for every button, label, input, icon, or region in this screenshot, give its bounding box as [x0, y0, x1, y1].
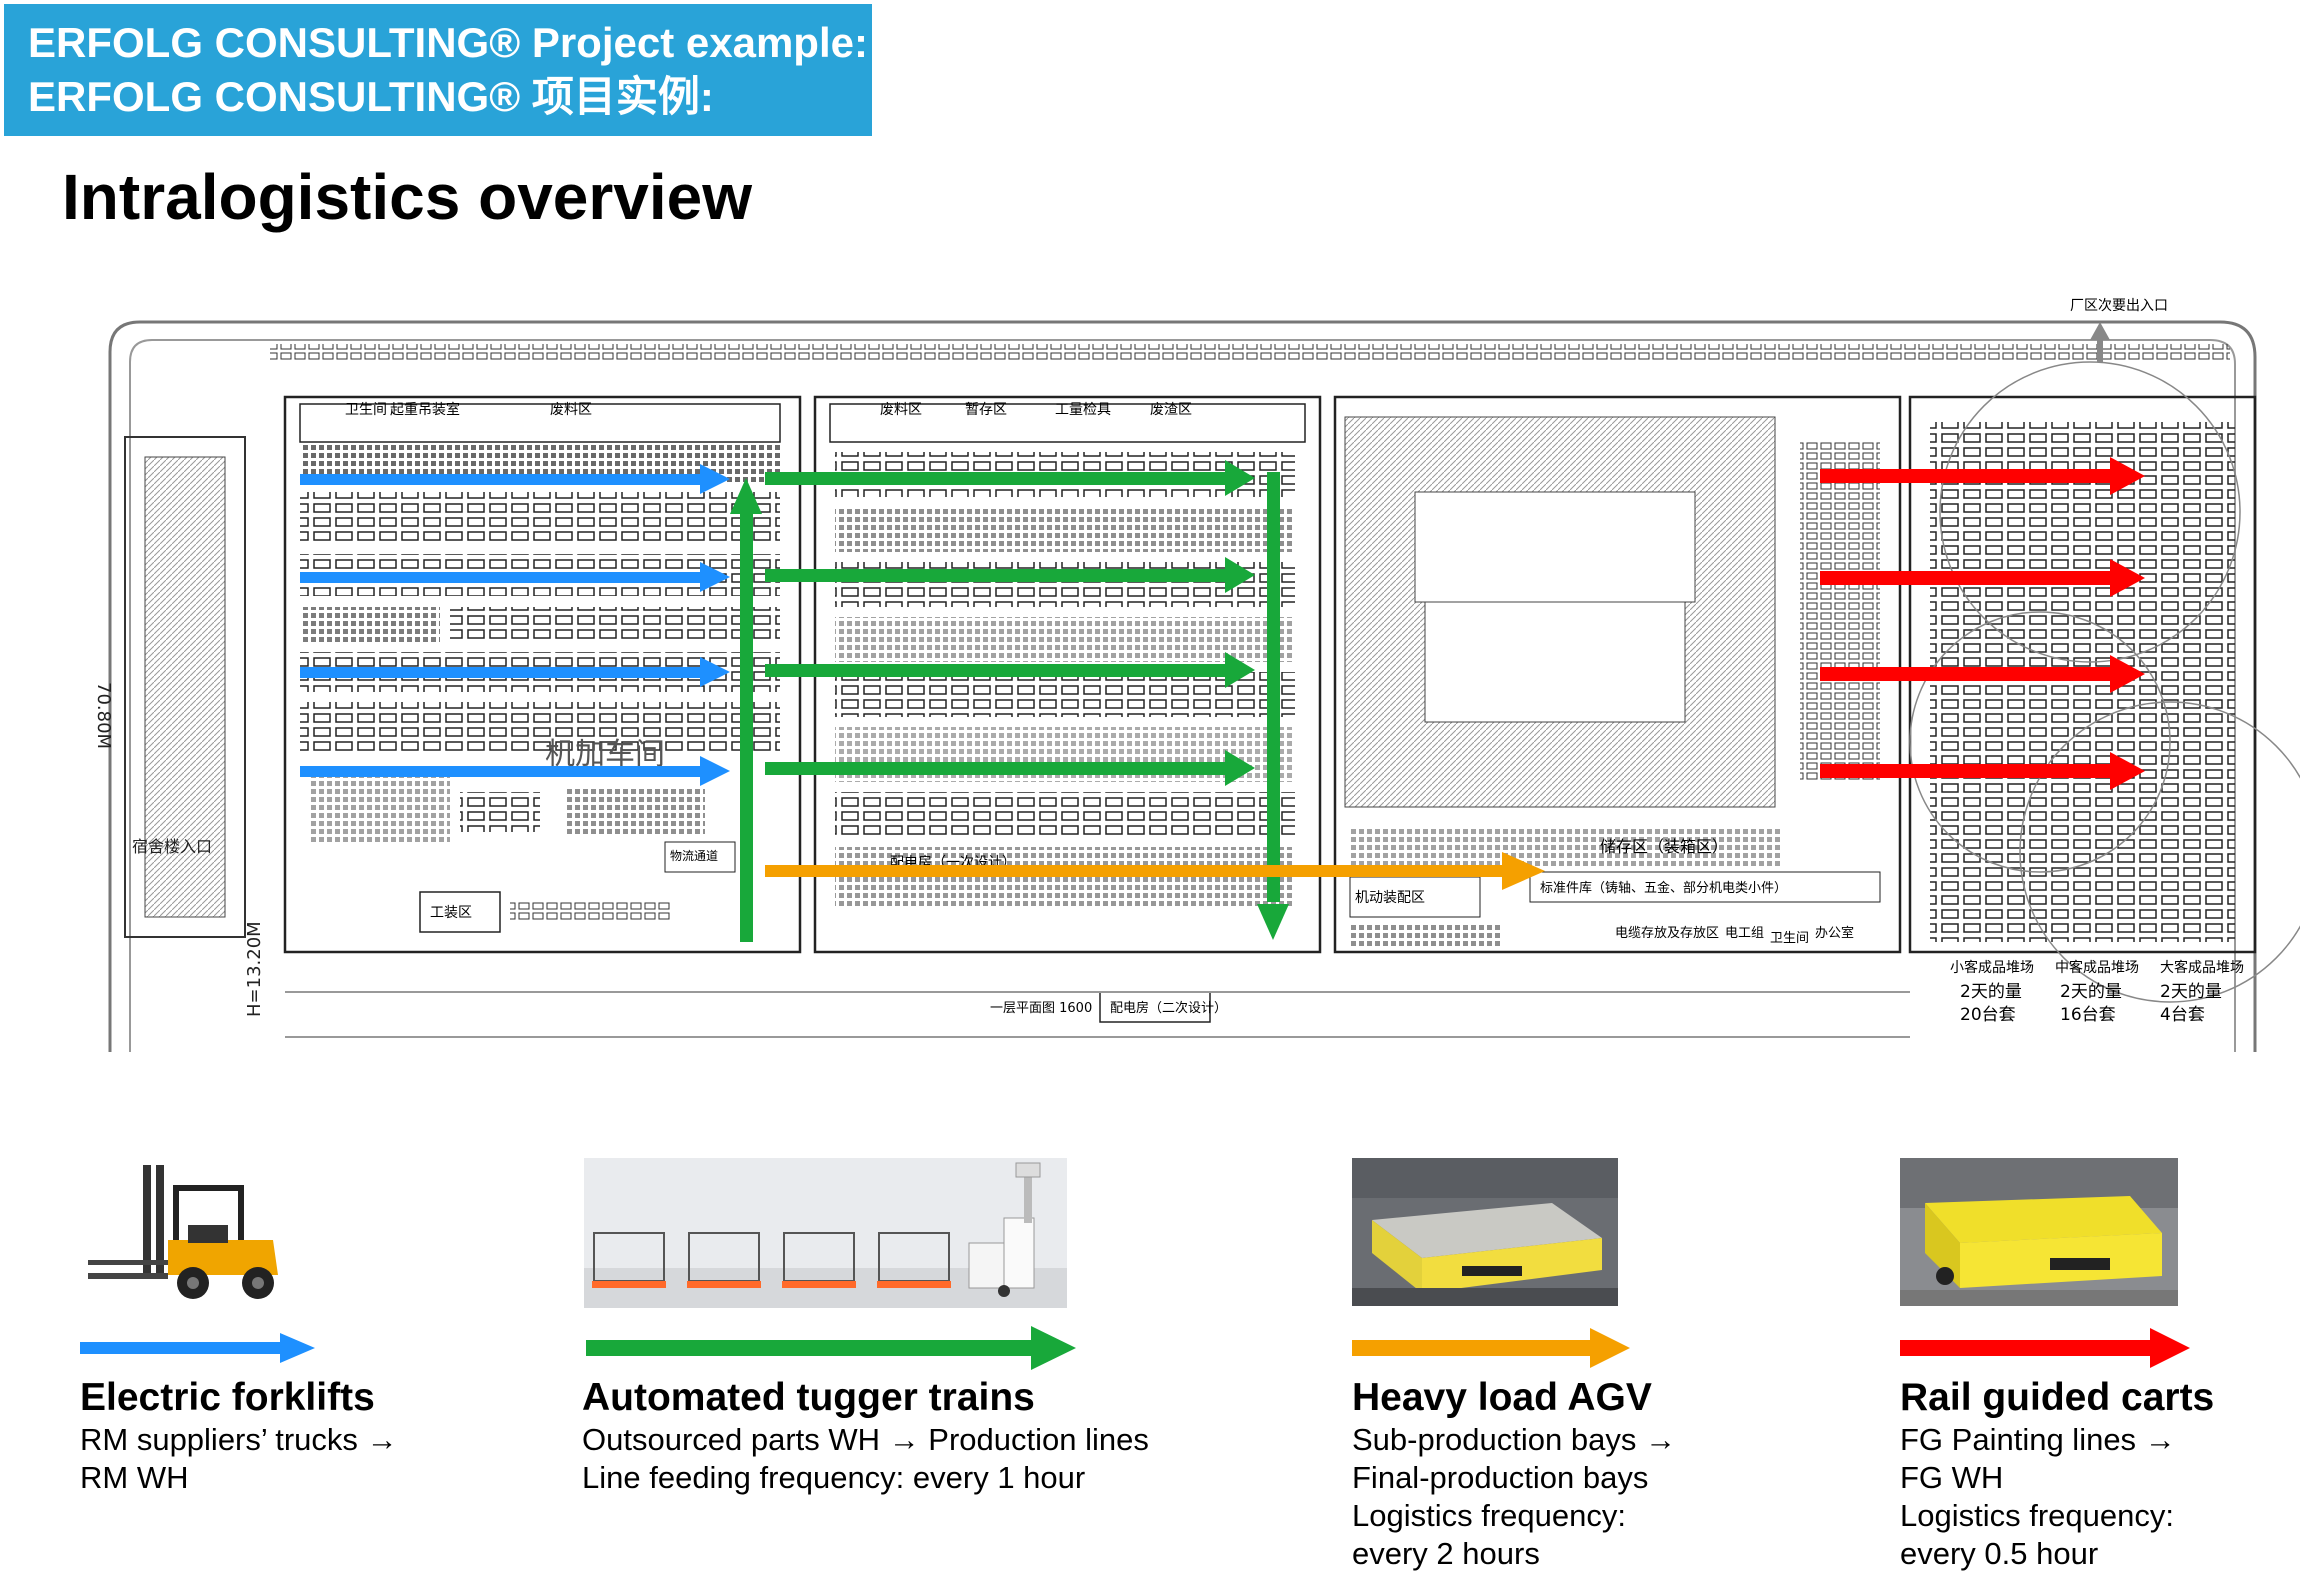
tugger-train-icon — [584, 1158, 1067, 1308]
category-desc-line: every 0.5 hour — [1900, 1536, 2099, 1571]
fg-mid-title: 中客成品堆场 — [2055, 959, 2139, 976]
category-desc-line: Logistics frequency: — [1900, 1498, 2174, 1533]
zone-waste: 废料区 — [880, 402, 922, 418]
forklift-arrow-2 — [300, 562, 730, 592]
forklift-legend-arrow — [80, 1333, 315, 1363]
zone-electrical: 电工组 — [1725, 926, 1764, 941]
category-desc-line: Outsourced parts WH → Production lines — [582, 1422, 1149, 1457]
category-title: Electric forklifts — [80, 1376, 375, 1419]
zone-restroom: 卫生间 — [345, 402, 387, 418]
zone-mech-assembly: 机动装配区 — [1355, 890, 1425, 906]
top-entrance-label: 厂区次要出入口 — [2070, 298, 2168, 314]
tugger-arrow-4 — [765, 750, 1255, 786]
zone-waste-area: 废渣区 — [1150, 402, 1192, 418]
tugger-routes — [730, 460, 1289, 942]
rail-arrow-1 — [1820, 457, 2145, 495]
left-dimension: 70.80M — [93, 682, 114, 749]
category-desc-line: every 2 hours — [1352, 1536, 1540, 1571]
category-desc-line: Line feeding frequency: every 1 hour — [582, 1460, 1086, 1495]
zone-assembly: 工装区 — [430, 905, 472, 921]
category-title: Heavy load AGV — [1352, 1376, 1652, 1419]
category-desc-line: Sub-production bays → — [1352, 1422, 1676, 1457]
category-agv: Heavy load AGV Sub-production bays → Fin… — [1352, 1375, 1676, 1573]
zone-office: 办公室 — [1815, 925, 1854, 941]
forklift-routes — [300, 464, 730, 786]
page-title: Intralogistics overview — [62, 161, 753, 233]
site-outline — [108, 320, 2257, 1052]
category-desc-line: RM WH — [80, 1460, 189, 1495]
rail-arrow-4 — [1820, 752, 2145, 790]
rail-arrow-3 — [1820, 655, 2145, 693]
tugger-legend-arrow — [586, 1326, 1076, 1370]
rail-legend-arrow — [1900, 1328, 2190, 1368]
perimeter-fence — [270, 344, 2230, 360]
header-line-2: ERFOLG CONSULTING® 项目实例: — [28, 73, 714, 120]
fg-big-days: 2天的量 — [2160, 982, 2222, 1002]
agv-icon — [1352, 1158, 1618, 1306]
category-desc-line: FG WH — [1900, 1460, 2004, 1495]
fg-small-days: 2天的量 — [1960, 982, 2022, 1002]
site-outline-inner — [129, 339, 2236, 1052]
category-title: Automated tugger trains — [582, 1376, 1035, 1419]
category-forklifts: Electric forklifts RM suppliers’ trucks … — [80, 1375, 398, 1497]
bottom-dimension: H=13.20M — [244, 921, 265, 1017]
zone-storage-big: 储存区（装箱区） — [1600, 837, 1728, 856]
forklift-arrow-4 — [300, 756, 730, 786]
zone-cable: 电缆存放及存放区 — [1615, 925, 1719, 941]
header-banner: ERFOLG CONSULTING® Project example: ERFO… — [4, 4, 872, 136]
fg-small-units: 20台套 — [1960, 1005, 2016, 1025]
category-rail: Rail guided carts FG Painting lines → FG… — [1900, 1375, 2214, 1573]
category-desc-line: FG Painting lines → — [1900, 1422, 2176, 1457]
forklift-arrow-3 — [300, 657, 730, 687]
zone-std-parts: 标准件库（铸轴、五金、部分机电类小件） — [1540, 880, 1787, 896]
fg-small-title: 小客成品堆场 — [1950, 959, 2034, 976]
zone-hall: 一层平面图 1600 — [990, 1001, 1092, 1016]
agv-legend-arrow — [1352, 1328, 1630, 1368]
category-desc-line: Logistics frequency: — [1352, 1498, 1626, 1533]
zone-tools: 工量检具 — [1055, 402, 1111, 418]
category-tugger: Automated tugger trains Outsourced parts… — [582, 1375, 1149, 1497]
tugger-arrow-3 — [765, 652, 1255, 688]
zone-crane: 起重吊装室 — [390, 401, 460, 418]
header-line-1: ERFOLG CONSULTING® Project example: — [28, 19, 868, 66]
dorm-label: 宿舍楼入口 — [132, 837, 212, 856]
category-desc-line: Final-production bays — [1352, 1460, 1649, 1495]
zone-logistics: 物流通道 — [670, 849, 718, 863]
forklift-arrow-1 — [300, 464, 730, 494]
zone-storage: 暂存区 — [965, 402, 1007, 418]
agv-route — [765, 852, 1545, 890]
fg-big-title: 大客成品堆场 — [2160, 959, 2244, 976]
rail-cart-icon — [1900, 1158, 2178, 1306]
zone-scrap: 废料区 — [550, 402, 592, 418]
rail-routes — [1820, 457, 2145, 790]
fg-mid-units: 16台套 — [2060, 1005, 2116, 1025]
category-title: Rail guided carts — [1900, 1376, 2215, 1419]
fg-big-units: 4台套 — [2160, 1005, 2205, 1025]
category-desc-line: RM suppliers’ trucks → — [80, 1422, 398, 1457]
dormitory-building — [124, 436, 246, 938]
tugger-arrow-1 — [765, 460, 1255, 496]
tugger-arrow-down — [1257, 472, 1289, 940]
tugger-arrow-2 — [765, 557, 1255, 593]
rail-arrow-2 — [1820, 559, 2145, 597]
fg-mid-days: 2天的量 — [2060, 982, 2122, 1002]
forklift-icon — [78, 1155, 298, 1305]
tugger-arrow-up — [730, 478, 762, 942]
zone-distribution-2: 配电房（二次设计） — [1110, 1000, 1227, 1016]
floor-plan-diagram: 70.80M H=13.20M 宿舍楼入口 卫生间 起重吊装室 废料区 机加车间… — [93, 298, 2300, 1052]
zone-restroom-2: 卫生间 — [1770, 931, 1809, 946]
